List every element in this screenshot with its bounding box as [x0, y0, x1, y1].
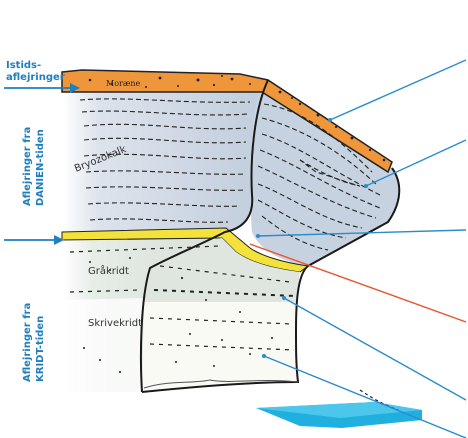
arrow-danien-kridt [4, 235, 64, 245]
label-moraene: Moræne [106, 79, 141, 88]
danien-side-face [251, 90, 399, 266]
label-skrivekridt: Skrivekridt [88, 318, 142, 329]
label-danien-1: Aflejringer fra [22, 127, 33, 206]
label-kridt-1: Aflejringer fra [22, 303, 33, 382]
label-graakridt: Gråkridt [88, 264, 129, 277]
label-danien-2: DANIEN-tiden [35, 129, 46, 206]
skrivekridt-front [62, 298, 144, 392]
label-istids-2: aflejringer [6, 72, 65, 83]
label-kridt-2: KRIDT-tiden [35, 316, 46, 382]
label-istids-1: Istids- [6, 60, 41, 71]
skrivekridt-side [142, 302, 298, 392]
